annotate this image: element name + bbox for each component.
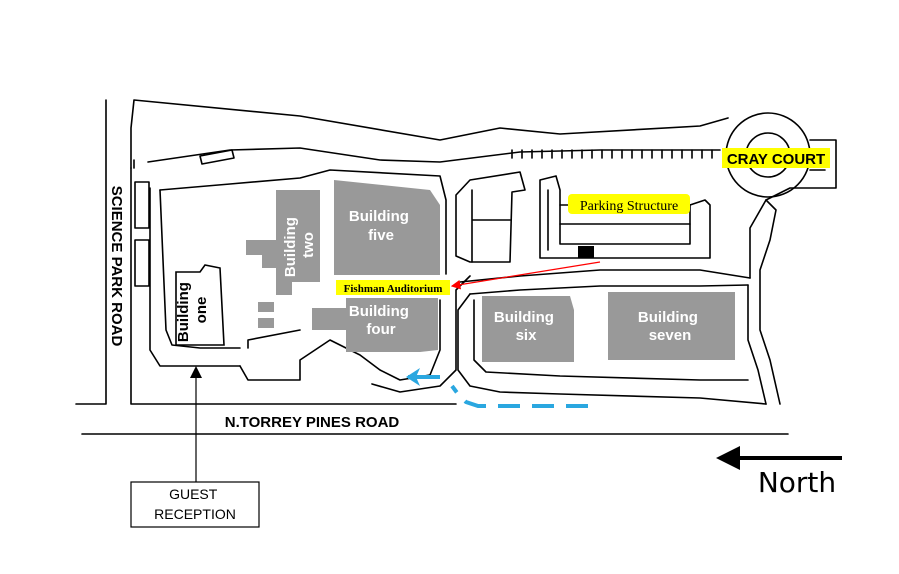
cray-court-label: CRAY COURT — [727, 151, 825, 168]
fishman-auditorium-label: Fishman Auditorium — [344, 283, 443, 295]
torrey-pines-road-label: N.TORREY PINES ROAD — [225, 414, 400, 431]
building-two-shape[interactable] — [246, 190, 320, 295]
science-park-road-label: SCIENCE PARK ROAD — [108, 186, 125, 347]
auditorium-highlight — [336, 280, 450, 295]
building-seven-label: Building seven — [638, 309, 702, 344]
building-five-shape[interactable] — [334, 180, 440, 275]
buildings — [175, 180, 735, 362]
cray-court-highlight — [722, 148, 830, 168]
building-six-shape[interactable] — [482, 296, 574, 362]
building-two-label: Building two — [282, 213, 317, 277]
building-seven-shape[interactable] — [608, 292, 735, 360]
guest-reception: GUEST RECEPTION — [130, 366, 260, 528]
north-label: North — [758, 466, 836, 499]
parking-structure-label: Parking Structure — [580, 199, 678, 214]
building-four-label: Building four — [349, 303, 413, 338]
parking-highlight — [568, 194, 690, 214]
parking-entrance-marker — [578, 246, 594, 258]
building-four-shape[interactable] — [312, 298, 438, 352]
visitor-route — [406, 368, 588, 408]
auditorium-pointer-arrow — [450, 261, 601, 290]
building-six-label: Building six — [494, 309, 558, 344]
guest-reception-label: GUEST RECEPTION — [154, 486, 236, 522]
building-five-label: Building five — [349, 208, 413, 244]
north-arrow-icon — [716, 446, 740, 470]
north-indicator: North — [716, 446, 842, 499]
building-one-label: Building one — [175, 278, 210, 342]
building-one-shape[interactable] — [175, 264, 225, 346]
